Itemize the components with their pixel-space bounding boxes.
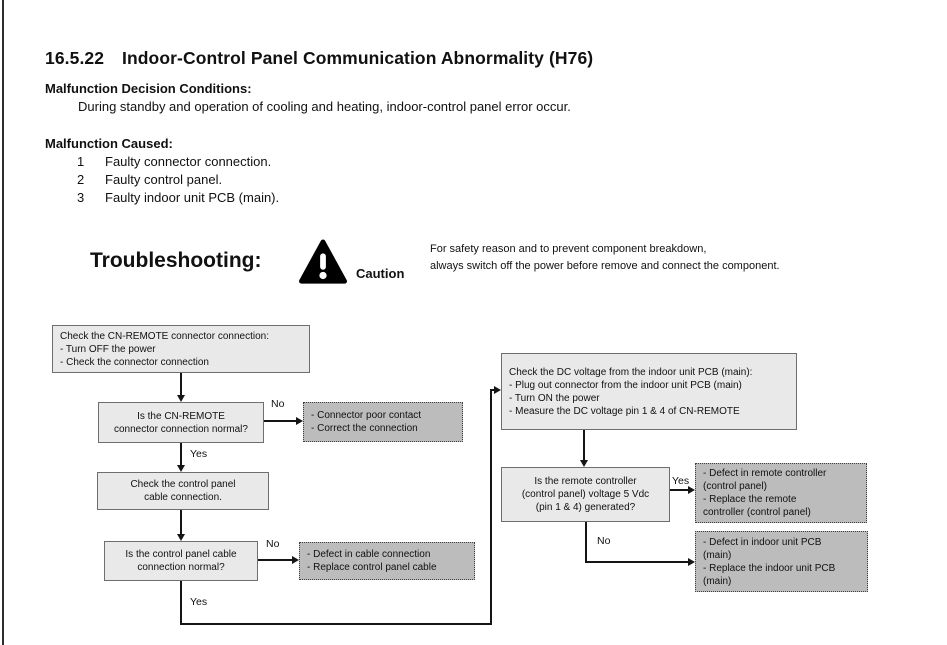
branch-label-no: No <box>266 538 280 550</box>
safety-note-line2: always switch off the power before remov… <box>430 260 780 272</box>
flow-line <box>180 623 492 625</box>
flow-result-defect-remote-controller: - Defect in remote controller (control p… <box>695 463 867 523</box>
decision-conditions-text: During standby and operation of cooling … <box>78 99 571 114</box>
flow-decision-cn-remote-normal: Is the CN-REMOTE connector connection no… <box>98 402 264 443</box>
flow-line <box>180 581 182 625</box>
arrowhead-right <box>688 486 695 494</box>
flow-line <box>585 561 689 563</box>
cause-number: 1 <box>77 154 85 169</box>
flow-line <box>583 430 585 461</box>
troubleshooting-heading: Troubleshooting: <box>90 249 262 272</box>
cause-text: Faulty indoor unit PCB (main). <box>105 190 280 205</box>
flow-result-defect-cable: - Defect in cable connection - Replace c… <box>299 542 475 580</box>
flow-line <box>180 443 182 466</box>
flow-decision-cable-normal: Is the control panel cable connection no… <box>104 541 258 581</box>
arrowhead-right <box>296 417 303 425</box>
safety-note-line1: For safety reason and to prevent compone… <box>430 243 707 255</box>
flow-line <box>670 489 689 491</box>
section-number: 16.5.22 <box>45 48 105 68</box>
flow-line <box>264 420 297 422</box>
flow-line <box>180 373 182 396</box>
branch-label-yes: Yes <box>672 475 690 487</box>
arrowhead-right <box>688 558 695 566</box>
page-left-border <box>2 0 4 645</box>
branch-label-no: No <box>271 398 285 410</box>
flow-result-defect-indoor-pcb: - Defect in indoor unit PCB (main) - Rep… <box>695 531 868 592</box>
cause-text: Faulty connector connection. <box>105 154 272 169</box>
arrowhead-down <box>580 460 588 467</box>
cause-text: Faulty control panel. <box>105 172 223 187</box>
cause-number: 3 <box>77 190 85 205</box>
flow-line <box>258 559 293 561</box>
arrowhead-down <box>177 534 185 541</box>
flow-result-connector-poor-contact: - Connector poor contact - Correct the c… <box>303 402 463 442</box>
malfunction-caused-heading: Malfunction Caused: <box>45 136 173 151</box>
branch-label-yes: Yes <box>190 448 208 460</box>
flow-line <box>490 389 492 625</box>
flow-step-check-cn-remote: Check the CN-REMOTE connector connection… <box>52 325 310 373</box>
arrowhead-down <box>177 465 185 472</box>
arrowhead-right <box>494 386 501 394</box>
caution-warning-icon <box>299 239 347 292</box>
page-title: Indoor-Control Panel Communication Abnor… <box>122 48 594 68</box>
flow-decision-voltage-generated: Is the remote controller (control panel)… <box>501 467 670 522</box>
flow-line <box>585 522 587 563</box>
decision-conditions-heading: Malfunction Decision Conditions: <box>45 81 252 96</box>
flow-step-check-control-panel-cable: Check the control panel cable connection… <box>97 472 269 510</box>
cause-number: 2 <box>77 172 85 187</box>
flow-step-check-dc-voltage: Check the DC voltage from the indoor uni… <box>501 353 797 430</box>
branch-label-no: No <box>597 535 611 547</box>
arrowhead-down <box>177 395 185 402</box>
flow-line <box>490 389 496 391</box>
flow-line <box>180 510 182 535</box>
arrowhead-right <box>292 556 299 564</box>
caution-label: Caution <box>356 266 405 281</box>
branch-label-yes: Yes <box>190 596 208 608</box>
